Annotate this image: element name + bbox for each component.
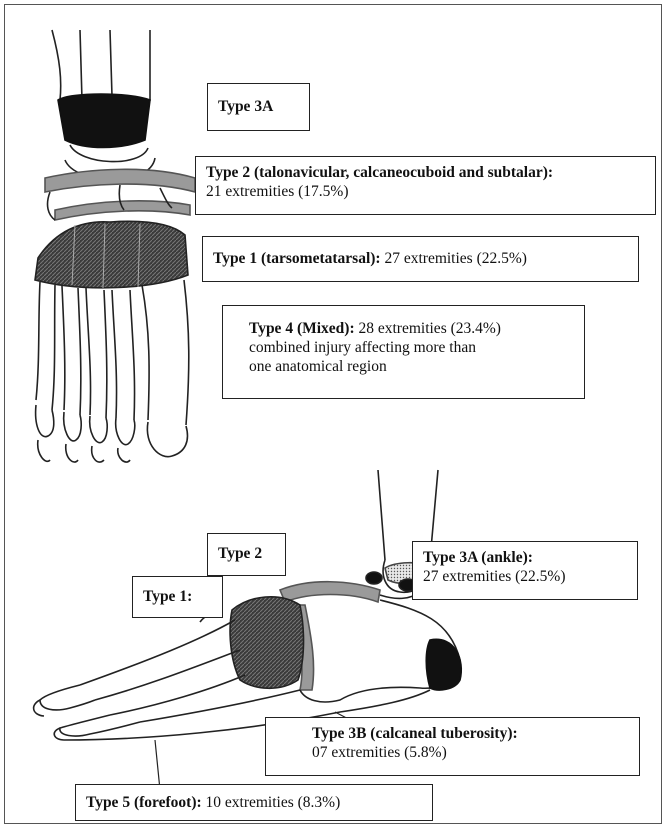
label-type1-top-title: Type 1 (tarsometatarsal): bbox=[213, 250, 381, 267]
label-type5: Type 5 (forefoot): 10 extremities (8.3%) bbox=[75, 784, 433, 821]
label-type3a-top: Type 3A bbox=[207, 83, 310, 131]
label-type4-detail: 28 extremities (23.4%) bbox=[355, 320, 501, 337]
label-type3b-detail: 07 extremities (5.8%) bbox=[312, 743, 629, 762]
label-type1-side-title: Type 1: bbox=[143, 588, 192, 605]
label-type4-line2: combined injury affecting more than bbox=[249, 338, 574, 357]
label-type5-detail: 10 extremities (8.3%) bbox=[202, 794, 341, 811]
dorsal-foot-view bbox=[35, 30, 195, 462]
label-type1-top: Type 1 (tarsometatarsal): 27 extremities… bbox=[202, 236, 639, 282]
label-type3b-title: Type 3B (calcaneal tuberosity): bbox=[312, 724, 629, 743]
joint-band-type2-side bbox=[280, 582, 380, 602]
label-type2-side-title: Type 2 bbox=[218, 545, 262, 562]
tarsometatarsal-region-side bbox=[230, 597, 303, 688]
label-type4-line3: one anatomical region bbox=[249, 357, 574, 376]
label-type2-side: Type 2 bbox=[207, 533, 286, 576]
label-type1-side: Type 1: bbox=[132, 576, 223, 618]
ankle-region-3a-top bbox=[58, 94, 150, 148]
label-type3b: Type 3B (calcaneal tuberosity): 07 extre… bbox=[265, 717, 640, 776]
label-type3a-side-detail: 27 extremities (22.5%) bbox=[423, 567, 627, 586]
label-type3a-top-title: Type 3A bbox=[218, 98, 273, 115]
label-type2-top-detail: 21 extremities (17.5%) bbox=[206, 182, 645, 201]
label-type5-title: Type 5 (forefoot): bbox=[86, 794, 202, 811]
label-type1-top-detail: 27 extremities (22.5%) bbox=[381, 250, 527, 267]
label-type2-top: Type 2 (talonavicular, calcaneocuboid an… bbox=[195, 156, 656, 215]
label-type4: Type 4 (Mixed): 28 extremities (23.4%) c… bbox=[222, 305, 585, 399]
label-type4-title: Type 4 (Mixed): bbox=[249, 320, 355, 337]
label-type3a-side: Type 3A (ankle): 27 extremities (22.5%) bbox=[412, 541, 638, 600]
label-type3a-side-title: Type 3A (ankle): bbox=[423, 548, 627, 567]
tarsometatarsal-region-top bbox=[35, 221, 188, 287]
label-type2-top-title: Type 2 (talonavicular, calcaneocuboid an… bbox=[206, 163, 645, 182]
